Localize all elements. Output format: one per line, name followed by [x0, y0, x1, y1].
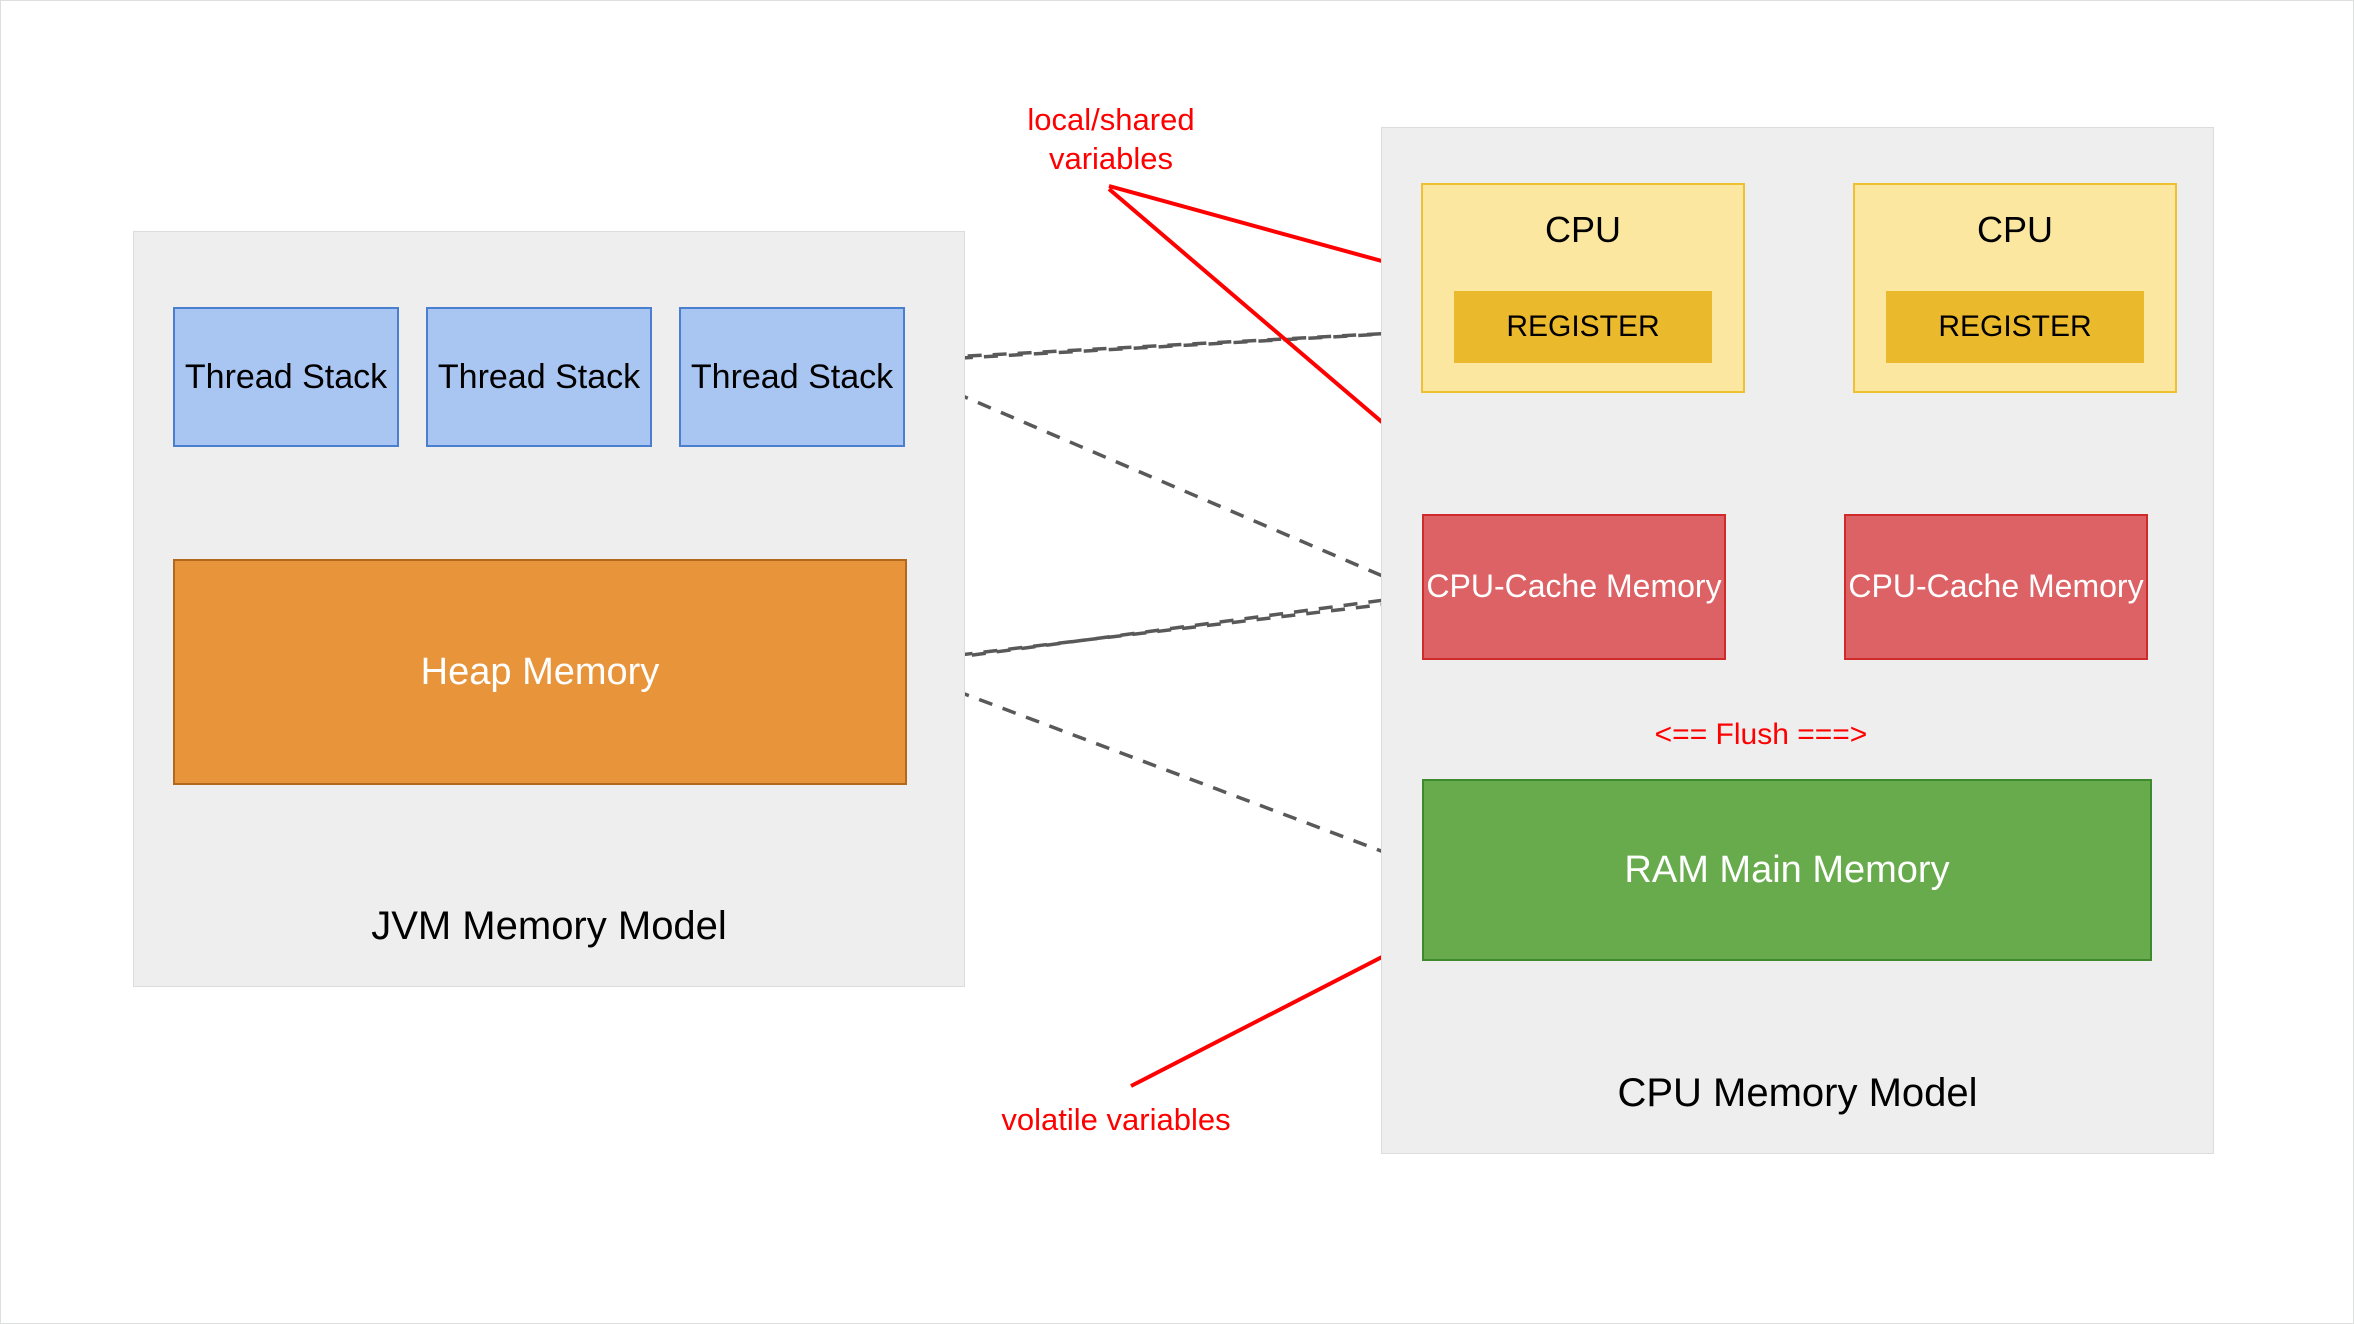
register-box-1[interactable]: REGISTER [1454, 291, 1712, 363]
dashed-connector-group [908, 320, 1441, 865]
cpu-cache-memory-box-1[interactable]: CPU-Cache Memory [1422, 514, 1726, 660]
flush-annotation: <== Flush ===> [1654, 718, 1868, 751]
thread-stack-label-3: Thread Stack [690, 357, 894, 396]
cpu-title-1: CPU [1544, 209, 1621, 250]
dashed-arrow-cache-to-heap [909, 595, 1408, 672]
volatile-variables-annotation: volatile variables [1001, 1102, 1231, 1137]
cpu-title-2: CPU [1976, 209, 2053, 250]
dashed-arrow-heap-to-ram [908, 671, 1417, 865]
dashed-arrow-heap-to-cache [908, 592, 1417, 663]
thread-stack-box-3[interactable]: Thread Stack [679, 307, 905, 447]
dashed-arrow-stack-to-register [908, 320, 1441, 363]
local-shared-variables-annotation: local/shared variables [1027, 102, 1195, 176]
register-box-2[interactable]: REGISTER [1886, 291, 2144, 363]
cpu-cache-label-2: CPU-Cache Memory [1848, 568, 2144, 605]
heap-memory-box[interactable]: Heap Memory [173, 559, 907, 785]
dashed-arrow-register-to-stack [909, 329, 1432, 370]
thread-stack-box-2[interactable]: Thread Stack [426, 307, 652, 447]
cpu-panel-label: CPU Memory Model [1617, 1070, 1978, 1115]
thread-stack-label-1: Thread Stack [184, 357, 388, 396]
cpu-cache-memory-box-2[interactable]: CPU-Cache Memory [1844, 514, 2148, 660]
ram-main-memory-box[interactable]: RAM Main Memory [1422, 779, 2152, 961]
thread-stack-label-2: Thread Stack [437, 357, 641, 396]
dashed-arrow-stack-to-cache [908, 371, 1417, 591]
cpu-cache-label-1: CPU-Cache Memory [1426, 568, 1722, 605]
register-label-2: REGISTER [1938, 310, 2092, 344]
register-label-1: REGISTER [1506, 310, 1660, 344]
ram-main-memory-label: RAM Main Memory [1624, 848, 1950, 891]
thread-stack-box-1[interactable]: Thread Stack [173, 307, 399, 447]
heap-memory-label: Heap Memory [420, 650, 660, 693]
jvm-panel-label: JVM Memory Model [371, 903, 727, 948]
